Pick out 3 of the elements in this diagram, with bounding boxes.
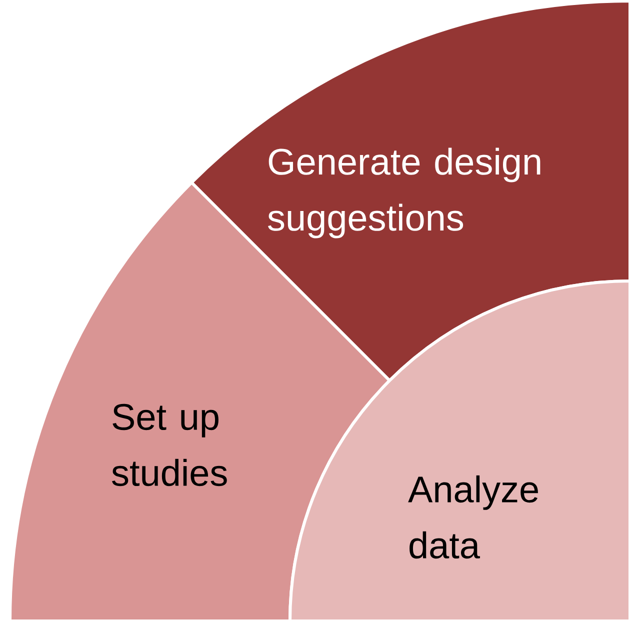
- ring-sector: Generate design suggestions: [268, 148, 540, 238]
- ring-sector: Set up studies: [112, 404, 227, 486]
- ring-sector: Analyze data: [288, 280, 632, 621]
